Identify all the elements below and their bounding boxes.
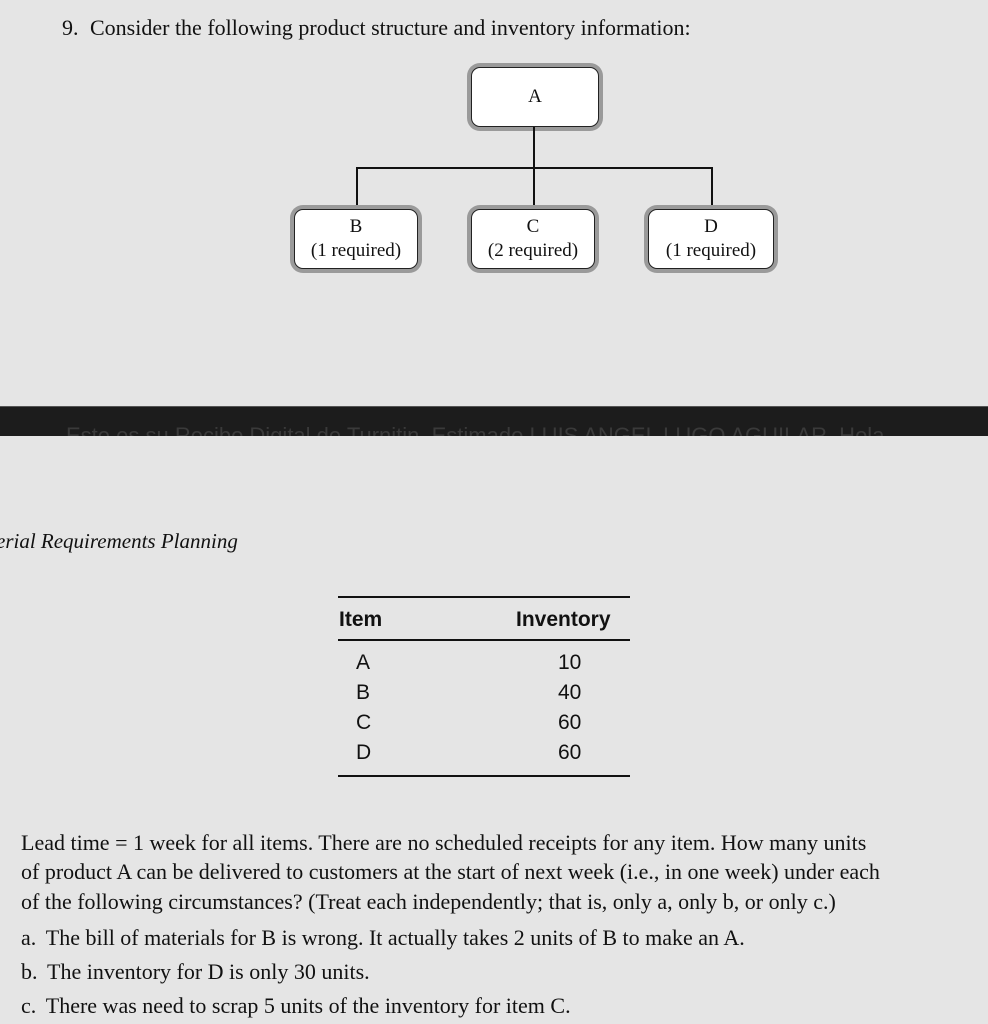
body-line: Lead time = 1 week for all items. There … — [21, 830, 867, 855]
cell-inventory: 10 — [558, 651, 582, 674]
question-text: Consider the following product structure… — [90, 15, 691, 40]
cell-item: B — [356, 681, 371, 704]
section-header: erial Requirements Planning — [0, 529, 238, 553]
turnitin-banner: Este es su Recibo Digital de Turnitin. E… — [0, 406, 988, 436]
subquestion-c: c. There was need to scrap 5 units of th… — [21, 993, 571, 1019]
node-quantity: (1 required) — [310, 240, 402, 261]
question-heading: 9. Consider the following product struct… — [62, 15, 691, 41]
item-letter: a. — [21, 925, 37, 950]
question-number: 9. — [62, 15, 79, 40]
header-item: Item — [339, 608, 383, 631]
node-a: A — [471, 67, 599, 127]
banner-text: Este es su Recibo Digital de Turnitin. E… — [66, 423, 885, 436]
subquestion-a: a. The bill of materials for B is wrong.… — [21, 925, 745, 951]
item-text: The inventory for D is only 30 units. — [47, 959, 370, 984]
item-text: There was need to scrap 5 units of the i… — [45, 993, 571, 1018]
table-top-rule — [338, 596, 630, 598]
node-label: A — [528, 86, 542, 107]
node-b: B (1 required) — [294, 209, 418, 269]
node-label: B — [349, 216, 363, 237]
node-label: C — [526, 216, 540, 237]
header-inventory: Inventory — [516, 608, 611, 631]
connector-d — [711, 167, 713, 208]
item-letter: c. — [21, 993, 37, 1018]
node-label: D — [704, 216, 718, 237]
node-quantity: (2 required) — [487, 240, 579, 261]
body-line: of the following circumstances? (Treat e… — [21, 889, 836, 914]
cell-item: D — [356, 741, 372, 764]
cell-item: C — [356, 711, 372, 734]
cell-inventory: 60 — [558, 711, 582, 734]
item-letter: b. — [21, 959, 38, 984]
node-c: C (2 required) — [471, 209, 595, 269]
node-quantity: (1 required) — [665, 240, 757, 261]
connector-b — [356, 167, 358, 208]
subquestion-b: b. The inventory for D is only 30 units. — [21, 959, 370, 985]
table-bottom-rule — [338, 775, 630, 777]
connector-horizontal — [356, 167, 713, 169]
table-header-rule — [338, 639, 630, 641]
cell-inventory: 60 — [558, 741, 582, 764]
node-d: D (1 required) — [648, 209, 774, 269]
body-line: of product A can be delivered to custome… — [21, 859, 880, 884]
item-text: The bill of materials for B is wrong. It… — [45, 925, 745, 950]
cell-inventory: 40 — [558, 681, 582, 704]
cell-item: A — [356, 651, 371, 674]
